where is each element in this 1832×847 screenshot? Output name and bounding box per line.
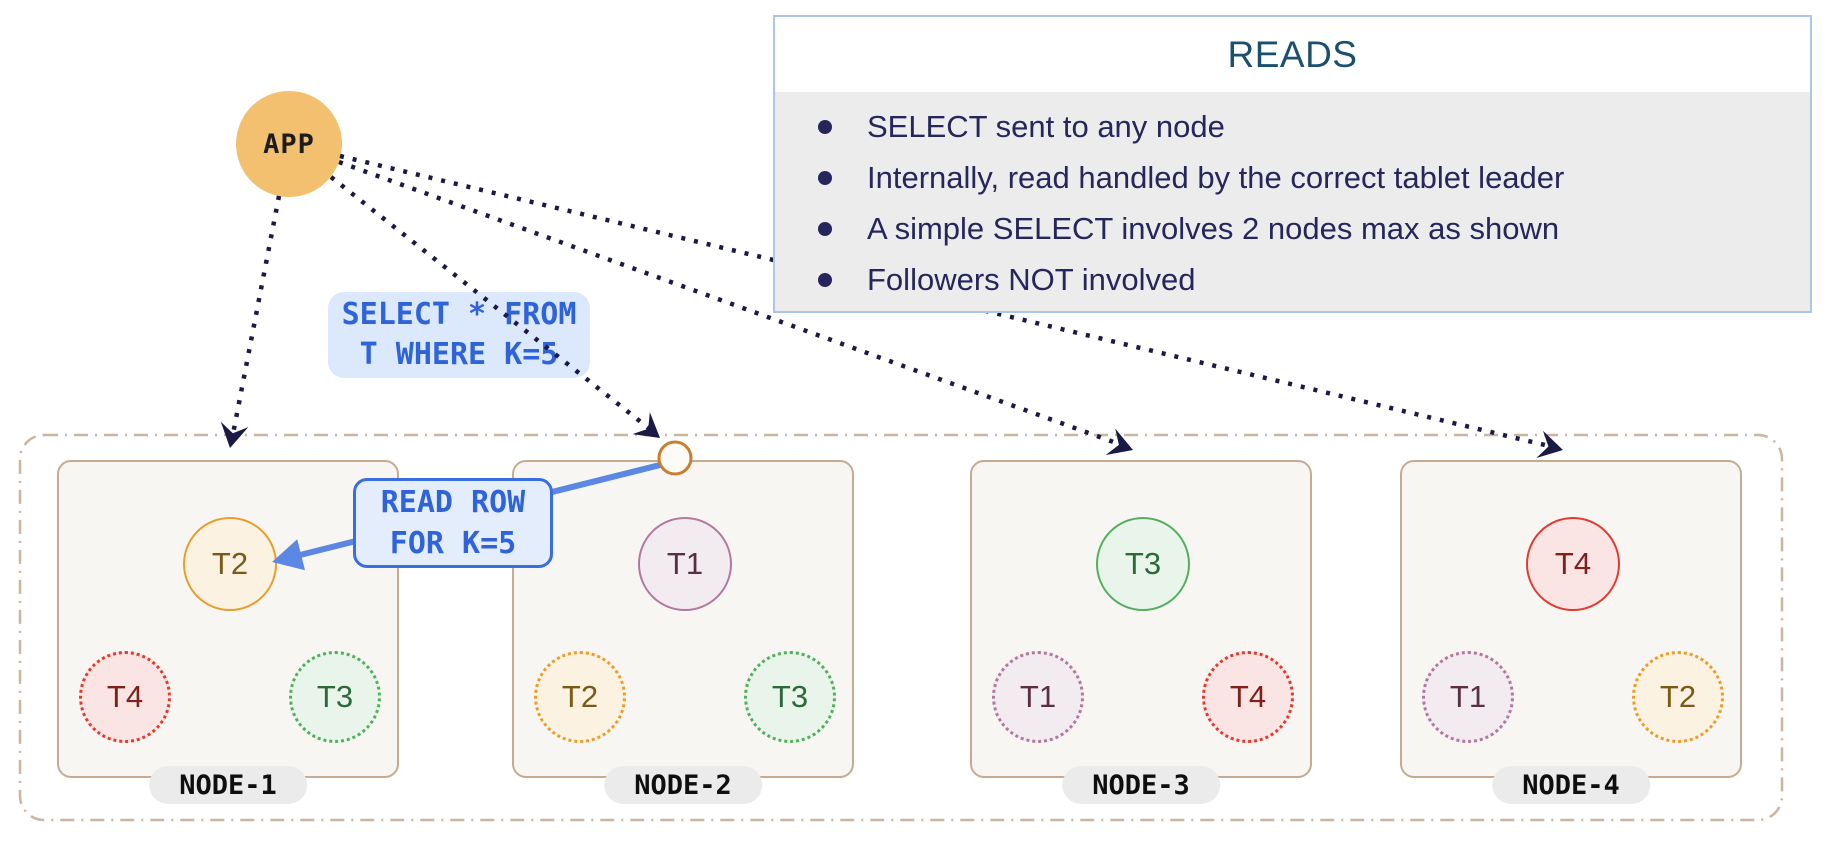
cluster-dashdot-rect [18,433,1784,822]
node-name: NODE-1 [179,769,277,801]
reads-bullet-row: SELECT sent to any node [818,101,1790,152]
tablet-entry-point-circle [657,440,693,476]
node-box-2: T1 T2 T3 NODE-2 [512,460,854,804]
select-query-label: SELECT * FROM T WHERE K=5 [328,292,590,378]
reads-bullet-text: Followers NOT involved [867,261,1196,297]
reads-panel-title: READS [1227,33,1358,75]
tablet-follower-t2: T2 [534,651,626,743]
tablet-label: T1 [1449,679,1487,714]
tablet-label: T4 [1229,679,1267,714]
tablet-follower-t3: T3 [744,651,836,743]
tablet-leader-t3: T3 [1096,517,1190,611]
node-box-4: T4 T1 T2 NODE-4 [1400,460,1742,804]
node-name-pill: NODE-2 [604,766,762,804]
bullet-icon [818,221,832,236]
node-box-3: T3 T1 T4 NODE-3 [970,460,1312,804]
app-circle: APP [236,91,342,197]
tablet-label: T2 [211,546,249,581]
node-name-pill: NODE-4 [1492,766,1650,804]
dotted-arrow-app-to-node1 [230,195,282,435]
node-name: NODE-4 [1522,769,1620,801]
bullet-icon [818,170,832,185]
tablet-follower-t2: T2 [1632,651,1724,743]
tablet-label: T1 [666,546,704,581]
bullet-icon [818,119,832,134]
tablet-label: T4 [1554,546,1592,581]
tablet-follower-t4: T4 [1202,651,1294,743]
tablet-follower-t1: T1 [1422,651,1514,743]
tablet-label: T3 [316,679,354,714]
arrowhead-node2 [632,412,660,438]
reads-bullet-text: SELECT sent to any node [867,108,1225,144]
bullet-icon [818,272,832,287]
tablet-label: T3 [771,679,809,714]
app-label: APP [263,128,315,160]
reads-panel-body: SELECT sent to any node Internally, read… [775,92,1810,311]
reads-bullet-row: Followers NOT involved [818,254,1790,305]
tablet-leader-t4: T4 [1526,517,1620,611]
read-row-callout: READ ROW FOR K=5 [353,478,553,568]
arrowhead-node4 [1536,430,1563,458]
tablet-leader-t1: T1 [638,517,732,611]
blue-read-arrowhead [272,539,305,571]
reads-bullet-text: A simple SELECT involves 2 nodes max as … [867,210,1560,246]
node-name: NODE-2 [634,769,732,801]
node-name: NODE-3 [1092,769,1190,801]
tablet-follower-t4: T4 [79,651,171,743]
reads-bullet-row: Internally, read handled by the correct … [818,152,1790,203]
reads-bullet-text: Internally, read handled by the correct … [867,159,1565,195]
read-row-line2: FOR K=5 [389,526,517,561]
tablet-label: T2 [561,679,599,714]
node-name-pill: NODE-1 [149,766,307,804]
tablet-follower-t1: T1 [992,651,1084,743]
tablet-leader-t2: T2 [183,517,277,611]
reads-bullet-row: A simple SELECT involves 2 nodes max as … [818,203,1790,254]
tablet-label: T4 [106,679,144,714]
read-row-line1: READ ROW [380,485,526,520]
arrowhead-node1 [220,421,249,448]
tablet-label: T2 [1659,679,1697,714]
select-query-line1: SELECT * FROM [341,297,577,332]
reads-panel: READS SELECT sent to any node Internally… [773,15,1812,313]
node-box-1: T2 T4 T3 NODE-1 [57,460,399,804]
node-name-pill: NODE-3 [1062,766,1220,804]
tablet-follower-t3: T3 [289,651,381,743]
select-query-line2: T WHERE K=5 [359,337,559,372]
tablet-label: T1 [1019,679,1057,714]
arrowhead-node3 [1105,428,1133,455]
tablet-label: T3 [1124,546,1162,581]
